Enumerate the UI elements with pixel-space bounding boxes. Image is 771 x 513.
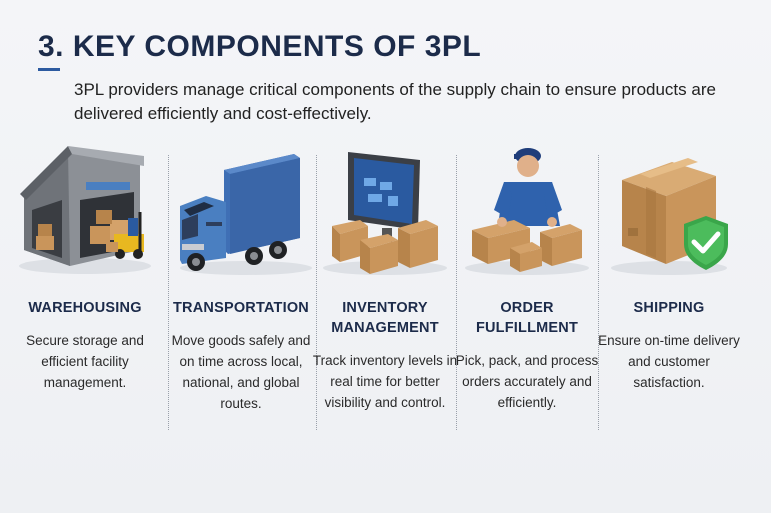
package-check-icon (611, 158, 728, 275)
truck-icon (180, 154, 312, 275)
page-title: 3. KEY COMPONENTS OF 3PL (38, 30, 481, 64)
name-line-1: WAREHOUSING (28, 300, 142, 316)
component-name: WAREHOUSING (10, 298, 160, 318)
monitor-boxes-icon (323, 152, 447, 275)
column-divider (168, 155, 169, 430)
section-number: 3. (38, 30, 65, 63)
component-desc: Ensure on-time delivery and customer sat… (598, 333, 740, 390)
name-line-1: INVENTORY (342, 300, 428, 316)
component-name: TRANSPORTATION (166, 298, 316, 318)
column-divider (456, 155, 457, 430)
warehouse-icon (19, 146, 151, 274)
title-text: KEY COMPONENTS OF 3PL (72, 30, 482, 63)
component-desc: Track inventory levels in real time for … (312, 353, 458, 410)
component-name: INVENTORY MANAGEMENT (310, 298, 460, 338)
worker-packing-icon (465, 148, 589, 275)
component-desc: Pick, pack, and process orders accuratel… (455, 353, 599, 410)
component-shipping: SHIPPING Ensure on-time delivery and cus… (594, 140, 744, 440)
component-desc: Move goods safely and on time across loc… (171, 333, 311, 411)
name-line-1: TRANSPORTATION (173, 300, 309, 316)
component-warehousing: WAREHOUSING Secure storage and efficient… (10, 140, 160, 440)
component-order-fulfillment: ORDER FULFILLMENT Pick, pack, and proces… (452, 140, 602, 440)
name-line-2: FULFILLMENT (475, 320, 579, 336)
component-inventory-management: INVENTORY MANAGEMENT Track inventory lev… (310, 140, 460, 440)
component-name: SHIPPING (594, 298, 744, 318)
name-line-1: ORDER (500, 300, 554, 316)
page-subtitle: 3PL providers manage critical components… (74, 80, 716, 123)
title-underline (38, 68, 60, 71)
name-line-1: SHIPPING (633, 300, 705, 316)
component-transportation: TRANSPORTATION Move goods safely and on … (166, 140, 316, 440)
name-line-2: MANAGEMENT (331, 320, 439, 336)
column-divider (316, 155, 317, 430)
component-desc: Secure storage and efficient facility ma… (26, 333, 144, 390)
column-divider (598, 155, 599, 430)
component-name: ORDER FULFILLMENT (452, 298, 602, 338)
